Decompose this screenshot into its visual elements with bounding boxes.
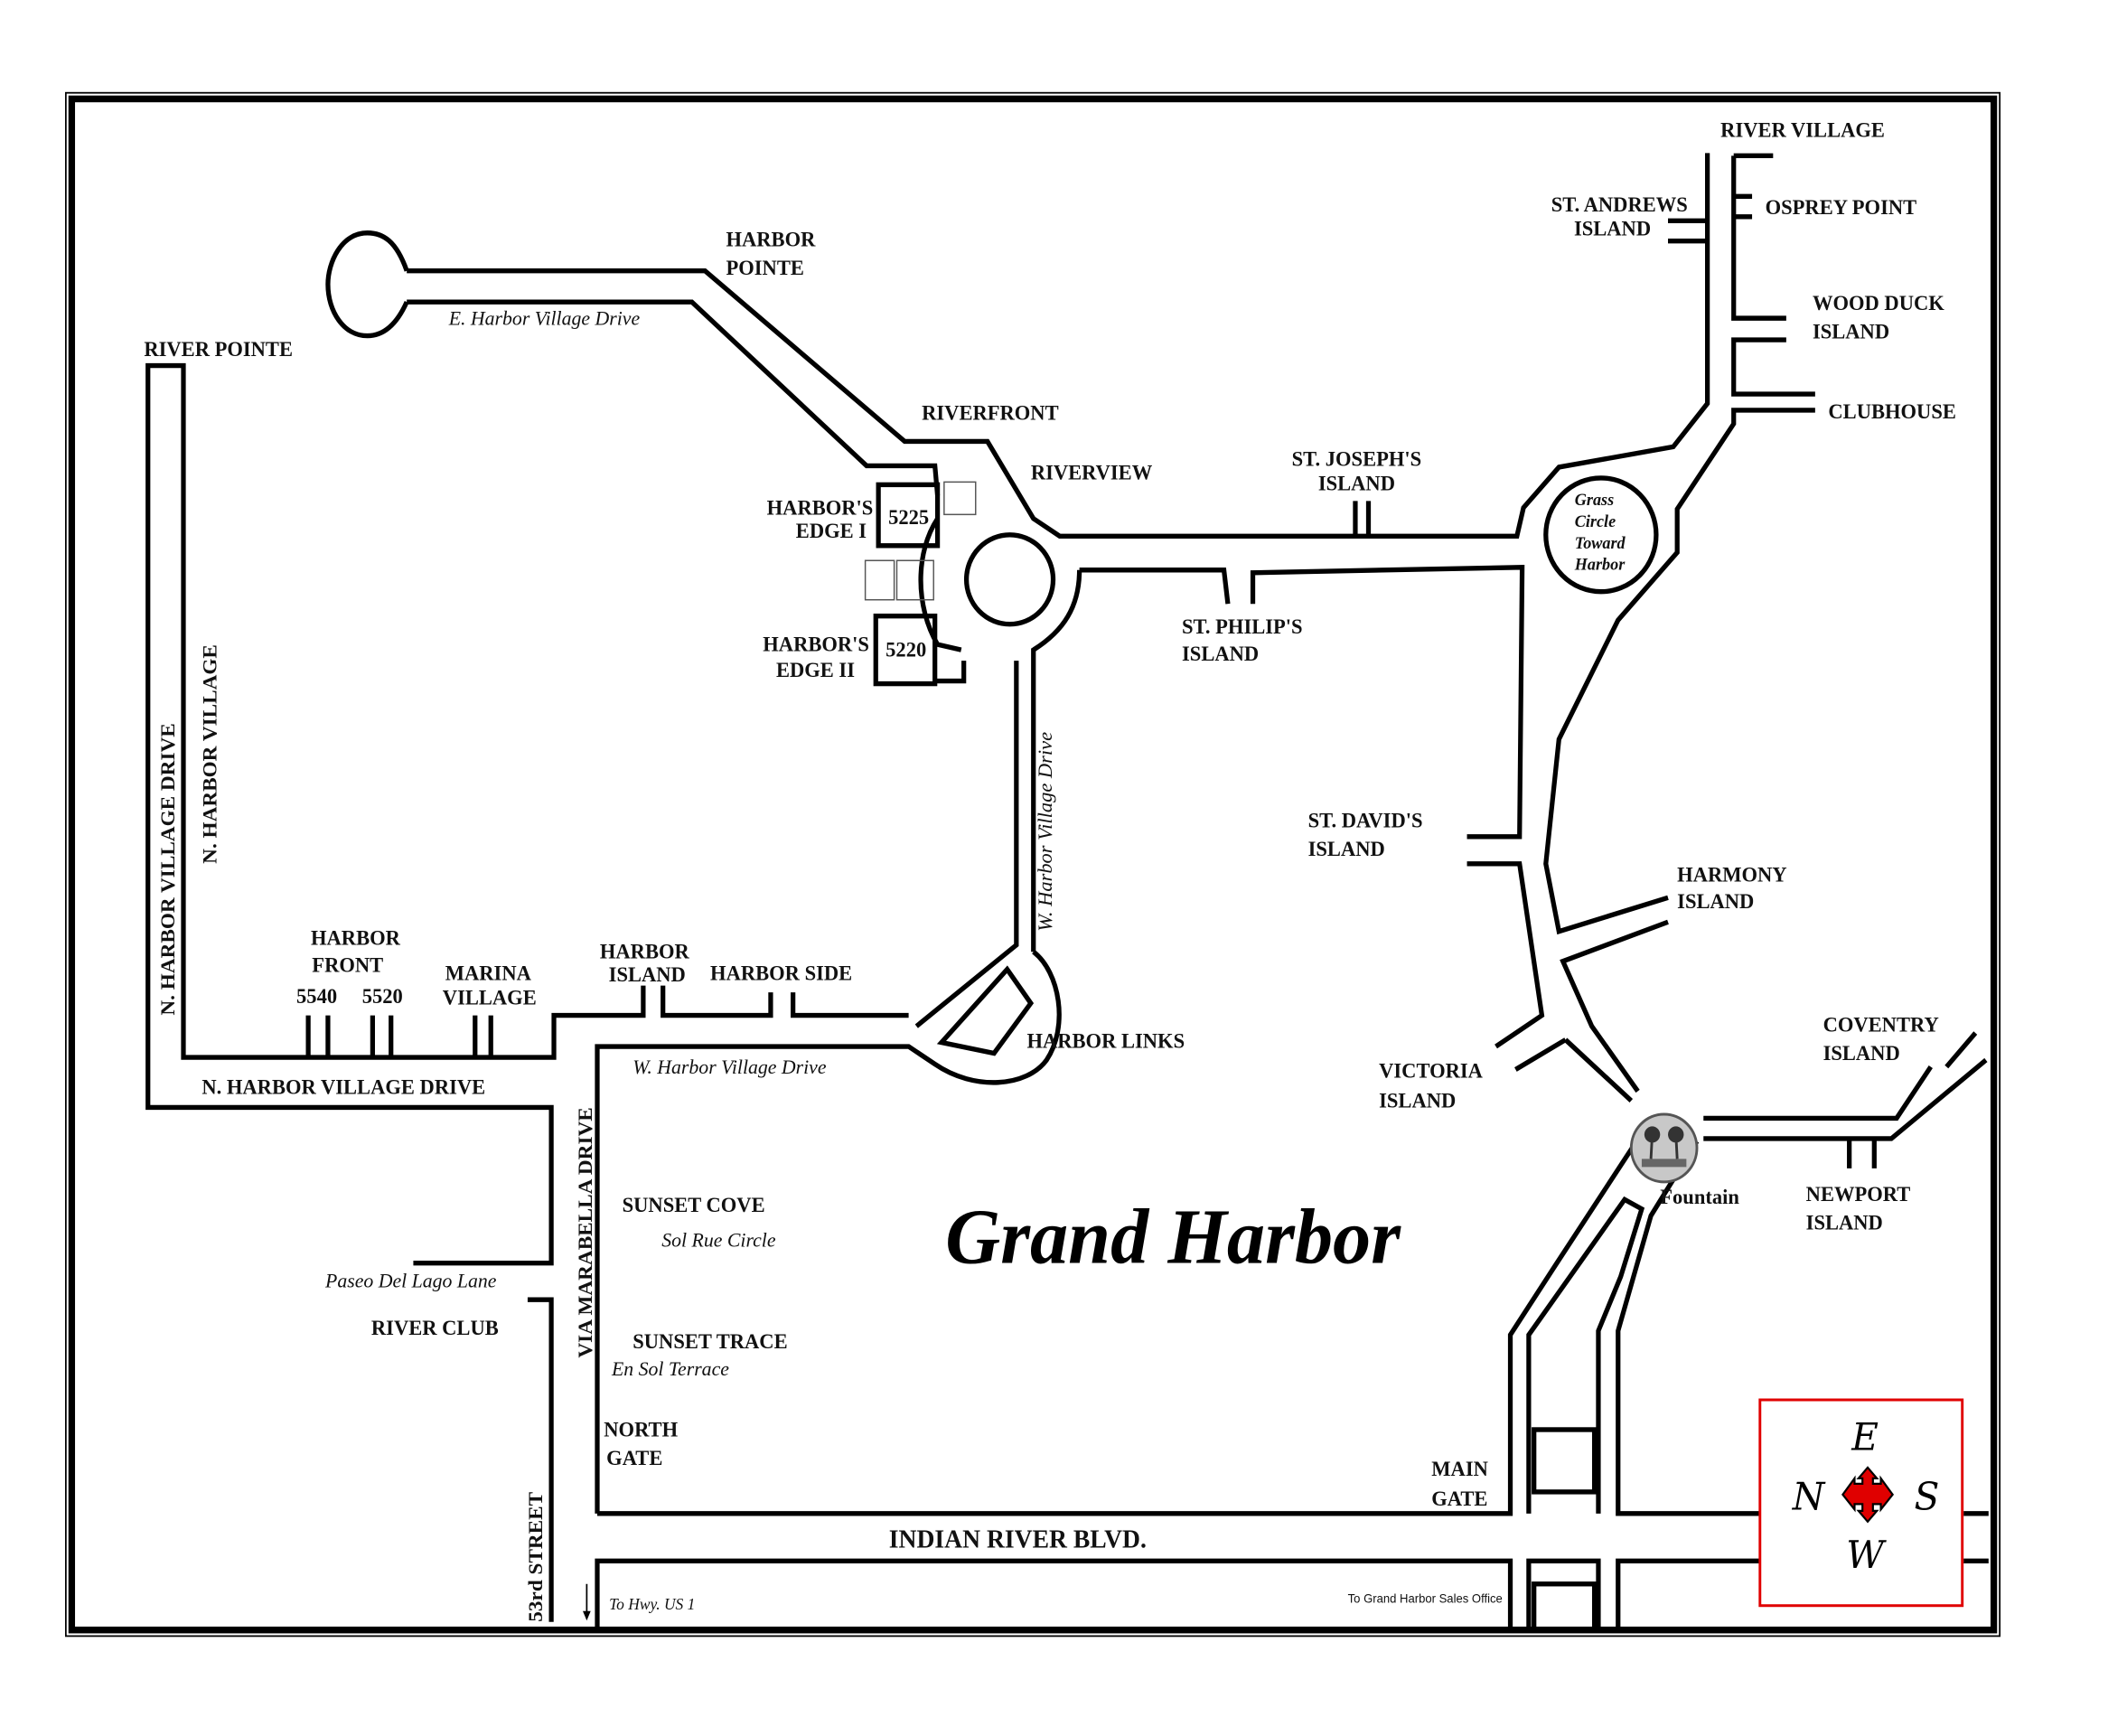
label-st-philips: ISLAND — [1182, 643, 1259, 665]
label-grass-circle: Harbor — [1574, 556, 1626, 574]
label-via-marabella: VIA MARABELLA DRIVE — [574, 1107, 596, 1357]
map-labels: RIVER POINTE HARBOR POINTE E. Harbor Vil… — [144, 118, 1956, 1622]
roundabout — [963, 532, 1056, 627]
label-st-philips: ST. PHILIP'S — [1182, 615, 1303, 638]
label-marina-village: VILLAGE — [443, 986, 537, 1009]
label-w-harbor-village-drive: W. Harbor Village Drive — [632, 1056, 826, 1078]
building-5220 — [873, 613, 938, 687]
label-sunset-cove: SUNSET COVE — [623, 1194, 765, 1216]
label-harbors-edge-ii: EDGE II — [776, 659, 855, 681]
label-harbor-pointe: HARBOR — [726, 228, 815, 250]
label-sunset-trace: SUNSET TRACE — [632, 1330, 787, 1353]
label-harbor-front: HARBOR — [311, 926, 400, 949]
label-harbors-edge-i: HARBOR'S — [767, 496, 874, 519]
roads — [145, 153, 1989, 1633]
label-st-davids: ST. DAVID'S — [1308, 809, 1423, 831]
label-coventry: COVENTRY — [1823, 1013, 1940, 1036]
label-harbor-island: ISLAND — [609, 963, 686, 986]
label-n-harbor-village-drive-vertical: N. HARBOR VILLAGE DRIVE — [156, 723, 179, 1015]
label-st-josephs: ST. JOSEPH'S — [1292, 447, 1422, 470]
label-sol-rue-circle: Sol Rue Circle — [661, 1228, 775, 1251]
label-harbor-links: HARBOR LINKS — [1026, 1029, 1185, 1052]
label-harmony: HARMONY — [1677, 863, 1787, 886]
label-wood-duck: ISLAND — [1813, 320, 1889, 343]
compass-north: N — [1792, 1475, 1826, 1519]
label-grass-circle: Circle — [1575, 512, 1616, 530]
label-5540: 5540 — [296, 985, 337, 1008]
label-river-pointe: RIVER POINTE — [144, 338, 293, 361]
label-grass-circle: Grass — [1575, 491, 1614, 509]
label-clubhouse: CLUBHOUSE — [1828, 400, 1955, 423]
label-river-village: RIVER VILLAGE — [1720, 118, 1885, 141]
label-st-andrews: ST. ANDREWS — [1551, 192, 1688, 215]
label-w-harbor-village-drive-vertical: W. Harbor Village Drive — [1034, 732, 1056, 932]
label-grass-circle: Toward — [1575, 534, 1626, 552]
label-marina-village: MARINA — [445, 962, 532, 984]
compass-rose: E N S W — [1758, 1398, 1964, 1608]
label-north-gate: NORTH — [604, 1418, 678, 1440]
label-5520: 5520 — [362, 985, 403, 1008]
compass-east: E — [1851, 1415, 1879, 1459]
label-53rd-street: 53rd STREET — [524, 1492, 547, 1622]
label-st-davids: ISLAND — [1308, 838, 1385, 860]
label-main-gate: MAIN — [1431, 1458, 1488, 1480]
label-to-sales-office: To Grand Harbor Sales Office — [1348, 1592, 1503, 1606]
label-main-gate: GATE — [1431, 1487, 1487, 1510]
label-5220: 5220 — [885, 638, 926, 661]
compass-arrows-icon — [1841, 1466, 1895, 1524]
label-north-gate: GATE — [606, 1447, 662, 1469]
label-n-harbor-village-drive: N. HARBOR VILLAGE DRIVE — [201, 1075, 485, 1098]
label-to-hwy: To Hwy. US 1 — [609, 1595, 695, 1613]
building-5225 — [876, 482, 941, 549]
label-riverfront: RIVERFRONT — [922, 401, 1058, 424]
label-harbors-edge-i: EDGE I — [796, 520, 867, 542]
label-harmony: ISLAND — [1677, 890, 1754, 913]
label-fountain: Fountain — [1660, 1186, 1739, 1208]
arrow-down-icon — [583, 1583, 591, 1621]
label-osprey-point: OSPREY POINT — [1766, 195, 1917, 218]
label-5225: 5225 — [888, 506, 929, 529]
label-st-josephs: ISLAND — [1318, 472, 1395, 494]
label-paseo-del-lago: Paseo Del Lago Lane — [324, 1269, 497, 1291]
label-coventry: ISLAND — [1823, 1042, 1900, 1065]
parking-lot — [864, 559, 895, 601]
label-newport: ISLAND — [1806, 1211, 1883, 1234]
label-harbor-island: HARBOR — [600, 940, 689, 962]
label-victoria: ISLAND — [1379, 1089, 1456, 1112]
fountain-icon — [1629, 1112, 1699, 1184]
label-en-sol-terrace: En Sol Terrace — [611, 1357, 729, 1380]
label-n-harbor-village: N. HARBOR VILLAGE — [199, 644, 221, 864]
label-newport: NEWPORT — [1806, 1183, 1911, 1206]
map-frame-inner — [68, 95, 1998, 1634]
parking-lot — [943, 481, 977, 516]
label-river-club: RIVER CLUB — [371, 1317, 499, 1339]
label-harbors-edge-ii: HARBOR'S — [763, 633, 869, 655]
label-harbor-side: HARBOR SIDE — [710, 962, 852, 984]
compass-west: W — [1846, 1533, 1887, 1577]
parking-lot — [895, 559, 934, 601]
label-wood-duck: WOOD DUCK — [1813, 292, 1944, 314]
map-title: Grand Harbor — [945, 1194, 1401, 1281]
label-indian-river-blvd: INDIAN RIVER BLVD. — [889, 1525, 1147, 1553]
label-harbor-pointe: POINTE — [726, 257, 803, 279]
label-st-andrews: ISLAND — [1574, 217, 1651, 239]
label-victoria: VICTORIA — [1379, 1059, 1483, 1082]
grass-circle — [1543, 475, 1659, 595]
map-frame-outer — [64, 91, 2001, 1637]
compass-south: S — [1915, 1475, 1940, 1519]
label-riverview: RIVERVIEW — [1031, 461, 1153, 483]
label-e-harbor-village-drive: E. Harbor Village Drive — [448, 306, 641, 329]
label-harbor-front: FRONT — [312, 953, 383, 976]
